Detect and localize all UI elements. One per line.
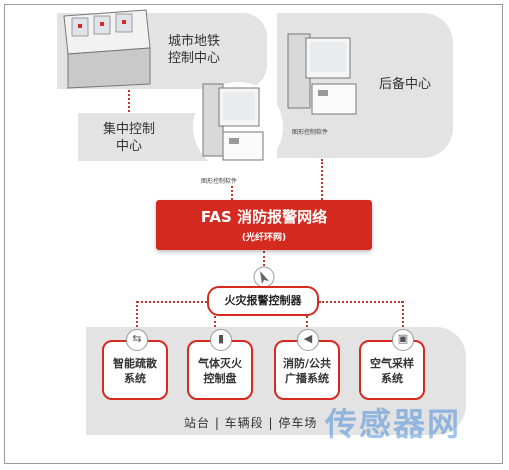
fire-alarm-controller: 火灾报警控制器 [207,286,319,316]
exit-icon: ⇆ [126,329,148,351]
central-control-label: 集中控制 中心 [102,122,155,154]
network-subtitle: (光纤环网) [241,233,287,243]
branch-drop-4 [402,301,404,327]
backup-center-label: 后备中心 [378,77,431,92]
backup-to-network-connector [321,159,323,200]
branch-drop-1 [136,301,138,327]
branch-drop-3 [306,316,308,327]
controller-branch-line-right [319,301,403,303]
subsystem-air-label: 空气采样 系统 [370,357,414,385]
backup-software-label: 图形控制软件 [292,129,329,136]
fas-network-banner: FAS 消防报警网络 (光纤环网) [156,200,372,250]
detector-icon [253,266,275,288]
branch-drop-2 [214,316,216,327]
figure-frame [4,4,503,464]
central-computer-icon [202,83,264,161]
central-to-network-connector [231,186,233,200]
control-console-icon [63,9,151,89]
subsystem-broadcast-label: 消防/公共 广播系统 [282,357,332,385]
gas-cylinder-icon: ▮ [210,329,232,351]
network-title: FAS 消防报警网络 [200,208,328,226]
subsystem-gas-extinguishing: 气体灭火 控制盘 [187,340,253,400]
subsystem-evacuation-label: 智能疏散 系统 [113,357,157,385]
metro-center-label: 城市地铁 控制中心 [167,34,220,66]
station-locations: 站台 | 车辆段 | 停车场 [184,416,318,430]
watermark: 传感器网 [325,405,462,443]
subsystem-air-sampling: 空气采样 系统 [359,340,425,400]
central-software-label: 图形控制软件 [201,178,238,185]
controller-branch-line-left [137,301,207,303]
subsystem-gas-label: 气体灭火 控制盘 [198,357,242,385]
metro-to-central-connector [128,90,130,112]
speaker-icon: ◀ [297,329,319,351]
backup-computer-icon [287,33,357,115]
sampler-icon: ▣ [392,329,414,351]
